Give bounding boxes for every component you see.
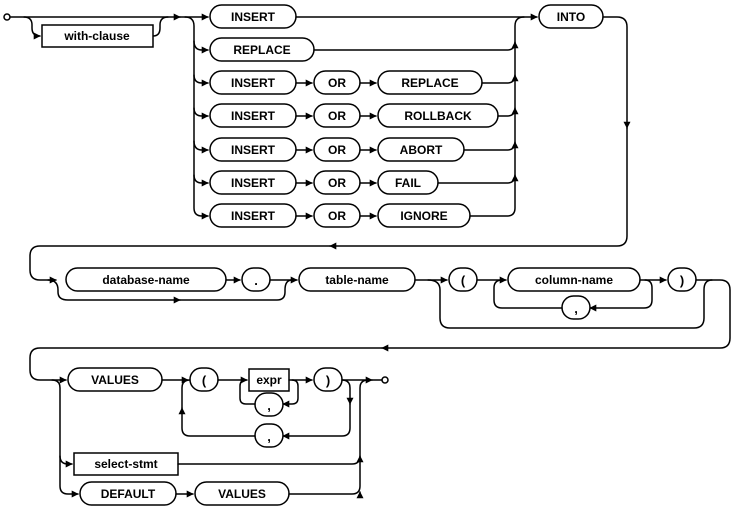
row-values: VALUES ( expr , ) , bbox=[51, 367, 389, 506]
svg-text:VALUES: VALUES bbox=[218, 487, 266, 501]
terminal-insert: INSERT bbox=[209, 103, 297, 128]
svg-text:REPLACE: REPLACE bbox=[233, 43, 290, 57]
svg-text:ROLLBACK: ROLLBACK bbox=[404, 109, 472, 123]
terminal-fail: FAIL bbox=[377, 170, 439, 195]
terminal-ignore: IGNORE bbox=[377, 203, 471, 228]
svg-text:select-stmt: select-stmt bbox=[94, 457, 157, 471]
svg-text:,: , bbox=[267, 398, 271, 413]
nonterminal-table-name: table-name bbox=[298, 267, 416, 292]
svg-text:INSERT: INSERT bbox=[231, 176, 276, 190]
svg-text:expr: expr bbox=[256, 373, 282, 387]
terminal-rollback: ROLLBACK bbox=[377, 103, 499, 128]
terminal-lparen: ( bbox=[448, 267, 478, 292]
terminal-insert: INSERT bbox=[209, 4, 297, 29]
svg-text:INSERT: INSERT bbox=[231, 143, 276, 157]
row-verb: INSERT REPLACE INSERT OR REPLACE INSERT bbox=[3, 4, 631, 284]
terminal-lparen: ( bbox=[189, 367, 219, 392]
svg-text:OR: OR bbox=[328, 143, 346, 157]
nonterminal-expr: expr bbox=[248, 368, 290, 392]
terminal-values: VALUES bbox=[194, 481, 290, 506]
svg-text:INSERT: INSERT bbox=[231, 76, 276, 90]
terminal-dot: . bbox=[241, 267, 271, 292]
diagram-end-marker bbox=[381, 376, 389, 384]
terminal-replace: REPLACE bbox=[209, 37, 315, 62]
terminal-into: INTO bbox=[538, 4, 604, 29]
svg-text:OR: OR bbox=[328, 76, 346, 90]
terminal-insert: INSERT bbox=[209, 137, 297, 162]
terminal-rparen: ) bbox=[667, 267, 697, 292]
terminal-insert: INSERT bbox=[209, 203, 297, 228]
nonterminal-column-name: column-name bbox=[507, 267, 641, 292]
svg-text:FAIL: FAIL bbox=[395, 176, 421, 190]
svg-text:.: . bbox=[254, 273, 258, 288]
terminal-or: OR bbox=[313, 170, 361, 195]
svg-text:INTO: INTO bbox=[557, 10, 585, 24]
svg-text:VALUES: VALUES bbox=[91, 373, 139, 387]
svg-text:ABORT: ABORT bbox=[400, 143, 443, 157]
svg-text:DEFAULT: DEFAULT bbox=[101, 487, 156, 501]
terminal-comma: , bbox=[561, 295, 591, 320]
terminal-values: VALUES bbox=[67, 367, 163, 392]
terminal-rparen: ) bbox=[313, 367, 343, 392]
terminal-comma: , bbox=[254, 392, 284, 417]
terminal-replace: REPLACE bbox=[377, 70, 483, 95]
terminal-default: DEFAULT bbox=[79, 481, 177, 506]
svg-text:OR: OR bbox=[328, 109, 346, 123]
svg-text:,: , bbox=[267, 429, 271, 444]
diagram-start-marker bbox=[3, 13, 11, 21]
row-target: database-name . table-name ( column-name bbox=[29, 267, 731, 384]
svg-text:): ) bbox=[680, 273, 684, 288]
nonterminal-database-name: database-name bbox=[65, 267, 227, 292]
svg-text:IGNORE: IGNORE bbox=[400, 209, 447, 223]
svg-text:(: ( bbox=[202, 373, 207, 388]
svg-text:OR: OR bbox=[328, 176, 346, 190]
svg-text:,: , bbox=[574, 301, 578, 316]
nonterminal-select-stmt: select-stmt bbox=[73, 452, 179, 476]
svg-text:INSERT: INSERT bbox=[231, 10, 276, 24]
svg-text:INSERT: INSERT bbox=[231, 109, 276, 123]
nonterminal-with-clause: with-clause bbox=[41, 24, 154, 48]
terminal-abort: ABORT bbox=[377, 137, 465, 162]
svg-text:table-name: table-name bbox=[325, 273, 389, 287]
terminal-comma: , bbox=[254, 423, 284, 448]
svg-text:): ) bbox=[326, 373, 330, 388]
svg-text:INSERT: INSERT bbox=[231, 209, 276, 223]
svg-text:column-name: column-name bbox=[535, 273, 613, 287]
svg-text:(: ( bbox=[461, 273, 466, 288]
svg-text:OR: OR bbox=[328, 209, 346, 223]
svg-text:REPLACE: REPLACE bbox=[401, 76, 458, 90]
terminal-or: OR bbox=[313, 137, 361, 162]
svg-text:with-clause: with-clause bbox=[63, 29, 130, 43]
svg-text:database-name: database-name bbox=[102, 273, 190, 287]
terminal-or: OR bbox=[313, 103, 361, 128]
terminal-or: OR bbox=[313, 70, 361, 95]
terminal-insert: INSERT bbox=[209, 170, 297, 195]
terminal-insert: INSERT bbox=[209, 70, 297, 95]
terminal-or: OR bbox=[313, 203, 361, 228]
